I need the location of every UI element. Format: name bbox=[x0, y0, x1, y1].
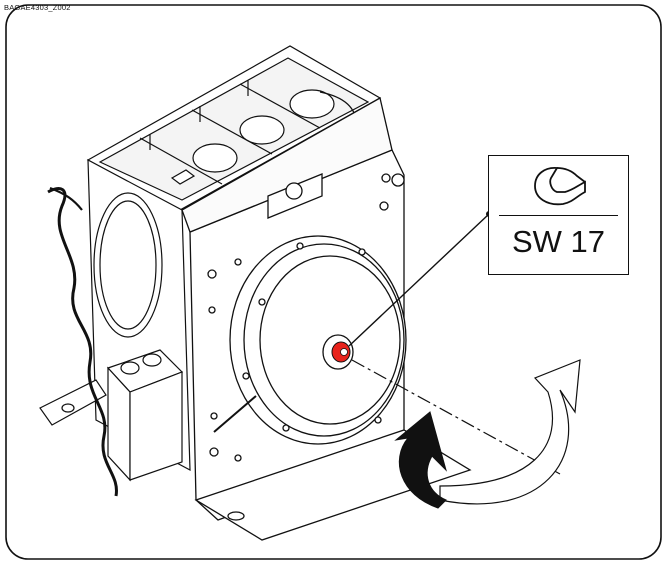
rotation-path-outline bbox=[439, 359, 581, 505]
open-end-wrench-icon bbox=[534, 167, 586, 206]
tool-size-label: SW 17 bbox=[511, 224, 606, 259]
tool-callout-box: SW 17 bbox=[488, 155, 629, 275]
round-cover bbox=[213, 235, 407, 445]
rotation-arrow-icon bbox=[394, 411, 447, 509]
housing-left-side bbox=[39, 158, 191, 482]
housing-top bbox=[86, 45, 382, 211]
shaft-axis bbox=[351, 359, 561, 475]
callout-leader bbox=[348, 213, 490, 347]
tool-divider bbox=[499, 215, 618, 216]
outer-border bbox=[5, 4, 662, 560]
drawing-id: BAGAE4303_Z002 bbox=[4, 3, 71, 12]
cable bbox=[47, 187, 118, 497]
shaft-nut bbox=[322, 334, 354, 370]
